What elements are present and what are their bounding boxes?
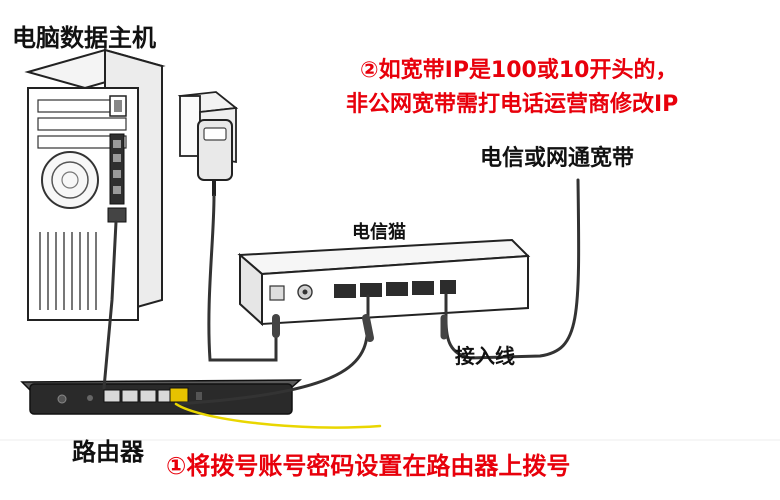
power-adapter-icon [197,119,233,196]
rj11-port-icon [440,280,456,294]
label-broadband: 电信或网通宽带 [480,146,635,171]
note-step2-line1: ②如宽带IP是100或10开头的， [360,58,678,83]
pc-tower [24,48,166,321]
label-access-line: 接入线 [455,344,515,368]
router-device [20,379,302,415]
modem-device [237,238,531,327]
rj45-port-icon [334,281,434,298]
label-modem: 电信猫 [352,222,406,243]
cables [102,178,581,429]
label-router: 路由器 [72,438,144,466]
note-step1: ①将拨号账号密码设置在路由器上拨号 [166,452,571,480]
label-host-computer: 电脑数据主机 [12,24,156,52]
note-step2-line2: 非公网宽带需打电话运营商修改IP [346,92,679,117]
